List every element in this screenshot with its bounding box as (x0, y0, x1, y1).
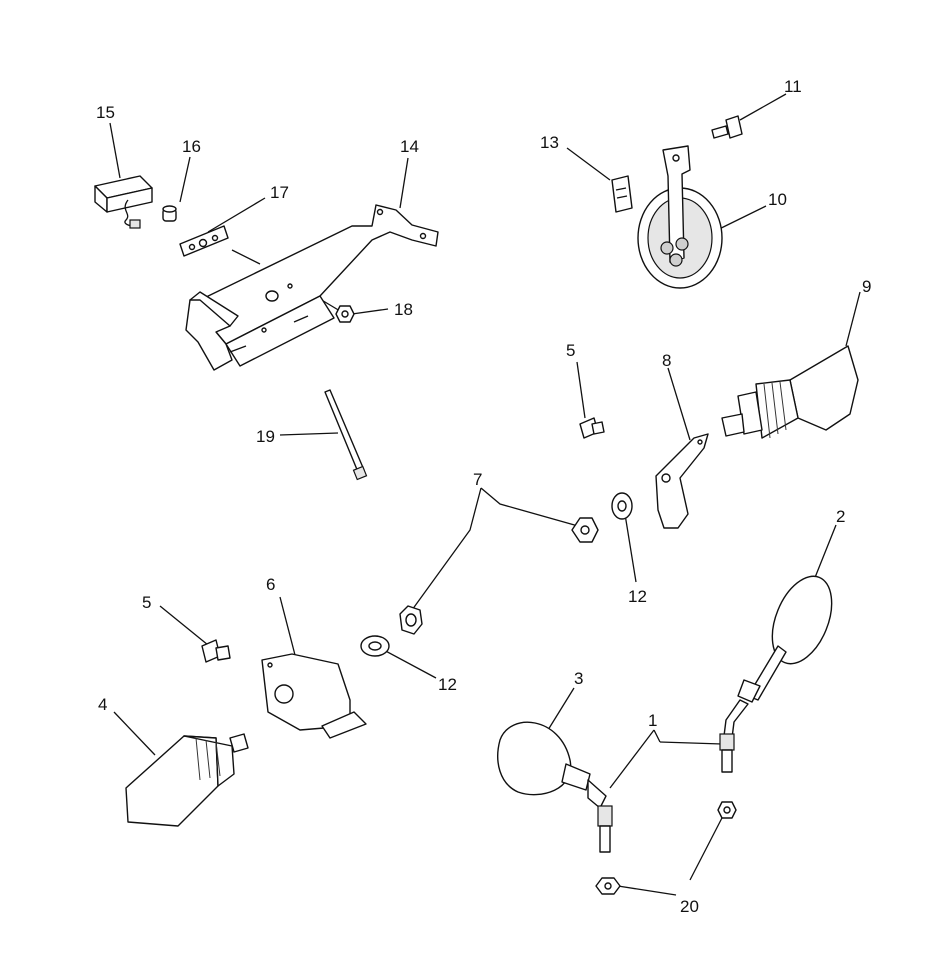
plate-icon (179, 225, 229, 257)
cable-tie-icon (324, 389, 368, 481)
washer-icon (611, 492, 633, 520)
mirror-left-icon (497, 721, 613, 853)
flange-nut-icon (335, 305, 355, 323)
callout-9: 9 (862, 277, 871, 296)
callout-12-lower: 12 (438, 675, 457, 694)
bulb-icon (162, 205, 177, 222)
callout-13: 13 (540, 133, 559, 152)
callout-4: 4 (98, 695, 107, 714)
nut-icon (399, 605, 423, 635)
turn-signal-right-icon (721, 345, 859, 439)
nut-icon (717, 801, 737, 819)
callout-5-upper: 5 (566, 341, 575, 360)
clip-nut-icon (611, 175, 633, 213)
license-light-icon (94, 175, 153, 229)
bolt-icon (201, 639, 231, 663)
washer-icon (360, 635, 390, 657)
callout-8: 8 (662, 351, 671, 370)
callout-19: 19 (256, 427, 275, 446)
callout-14: 14 (400, 137, 419, 156)
horn-icon (637, 145, 723, 289)
signal-bracket-right-icon (655, 433, 709, 529)
callout-labels: 15 16 17 14 18 19 13 11 10 9 5 8 7 12 2 … (96, 77, 871, 916)
bolt-icon (579, 417, 605, 439)
callout-2: 2 (836, 507, 845, 526)
callout-12-upper: 12 (628, 587, 647, 606)
callout-11: 11 (784, 77, 802, 96)
turn-signal-left-icon (125, 733, 249, 827)
callout-7: 7 (473, 470, 482, 489)
leader-lines (109, 93, 861, 896)
callout-15: 15 (96, 103, 115, 122)
callout-10: 10 (768, 190, 787, 209)
callout-5-lower: 5 (142, 593, 151, 612)
nut-icon (595, 877, 621, 895)
callout-1: 1 (648, 711, 657, 730)
callout-16: 16 (182, 137, 201, 156)
callout-17: 17 (270, 183, 289, 202)
callout-20: 20 (680, 897, 699, 916)
nut-icon (571, 517, 599, 543)
callout-18: 18 (394, 300, 413, 319)
screw-icon (711, 115, 743, 139)
callout-3: 3 (574, 669, 583, 688)
mirror-stem-icon (719, 699, 749, 773)
mounting-bracket-icon (185, 204, 439, 371)
signal-bracket-left-icon (261, 653, 367, 739)
mirror-right-icon (737, 575, 833, 703)
callout-6: 6 (266, 575, 275, 594)
